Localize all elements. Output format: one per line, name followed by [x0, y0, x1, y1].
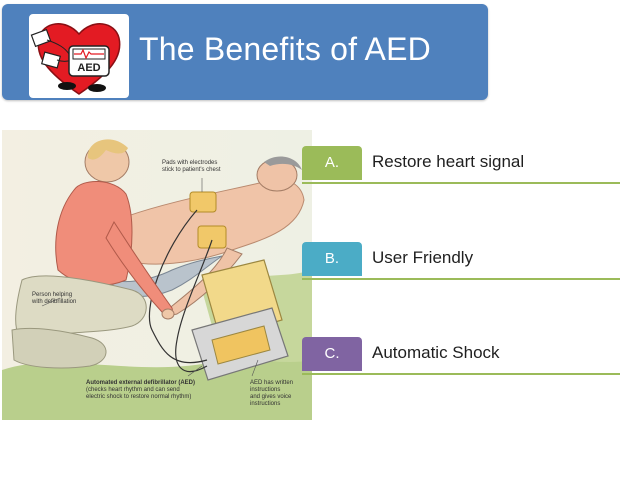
benefit-letter-a: A.	[302, 146, 362, 180]
benefit-item-c: C. Automatic Shock	[302, 337, 620, 375]
benefit-label-b: User Friendly	[372, 248, 474, 267]
person-caption: Person helping with defibrillation	[32, 292, 77, 305]
defibrillation-scene-image	[2, 130, 312, 420]
benefit-label-a: Restore heart signal	[372, 152, 525, 171]
pads-caption: Pads with electrodes stick to patient's …	[162, 160, 221, 173]
page-title: The Benefits of AED	[139, 31, 431, 67]
svg-text:AED: AED	[77, 62, 100, 74]
aed-illustration: Pads with electrodes stick to patient's …	[2, 130, 312, 420]
heart-logo-icon: AED	[30, 23, 121, 95]
instructions-caption: AED has written instructions and gives v…	[250, 380, 294, 407]
title-banner: AED The Benefits of AED	[2, 4, 488, 100]
aed-caption-title: Automated external defibrillator (AED)	[86, 380, 196, 386]
benefit-letter-b: B.	[302, 242, 362, 276]
benefit-label-c: Automatic Shock	[372, 343, 500, 362]
benefit-letter-c: C.	[302, 337, 362, 371]
benefit-item-a: A. Restore heart signal	[302, 146, 620, 184]
benefit-item-b: B. User Friendly	[302, 242, 620, 280]
aed-heart-logo: AED	[29, 14, 129, 98]
aed-caption-desc: (checks heart rhythm and can send electr…	[86, 387, 192, 400]
